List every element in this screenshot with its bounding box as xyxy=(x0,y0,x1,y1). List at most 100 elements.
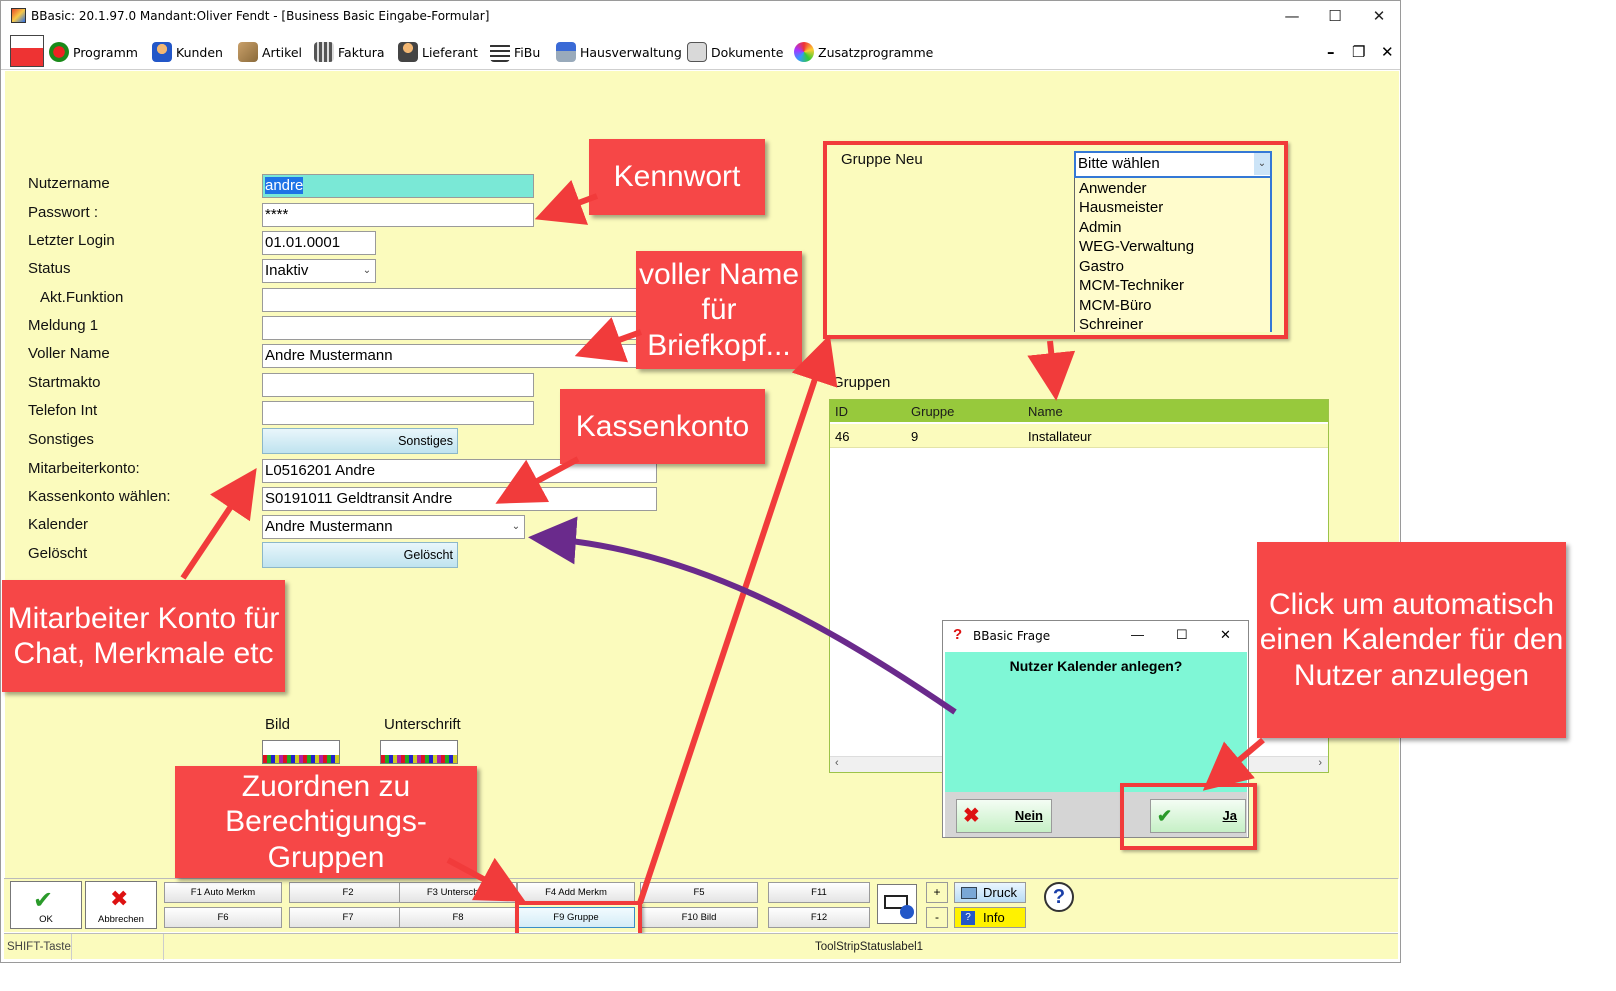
menu-artikel[interactable]: Artikel xyxy=(238,41,302,63)
cell-id: 46 xyxy=(835,429,850,444)
f8-button[interactable]: F8 xyxy=(399,907,517,928)
f9-gruppe-button[interactable]: F9 Gruppe xyxy=(517,907,635,928)
f5-button[interactable]: F5 xyxy=(640,882,758,903)
abbrechen-button[interactable]: ✖ Abbrechen xyxy=(85,881,157,929)
menu-kunden[interactable]: Kunden xyxy=(152,41,223,63)
minus-button[interactable]: - xyxy=(926,907,948,928)
highlight-gruppe-neu xyxy=(823,141,1288,339)
ok-button[interactable]: ✔ OK xyxy=(10,881,82,929)
label-bild: Bild xyxy=(265,716,291,733)
dialog-question: Nutzer Kalender anlegen? xyxy=(1009,658,1183,674)
status-cell xyxy=(72,934,164,960)
window-title: BBasic: 20.1.97.0 Mandant:Oliver Fendt -… xyxy=(31,9,490,23)
help-icon[interactable]: ? xyxy=(1044,882,1074,912)
label-akt-funktion: Akt.Funktion xyxy=(40,289,124,306)
menu-hausverwaltung[interactable]: Hausverwaltung xyxy=(556,41,682,63)
gruppe-dropdown-list: Anwender Hausmeister Admin WEG-Verwaltun… xyxy=(1074,178,1272,332)
meldung-input[interactable] xyxy=(262,316,657,340)
column-header-id[interactable]: ID xyxy=(835,404,848,419)
sonstiges-button[interactable]: Sonstiges xyxy=(262,428,458,454)
gruppe-neu-select[interactable]: Bitte wählen ⌄ xyxy=(1074,151,1272,178)
startmakto-input[interactable] xyxy=(262,373,534,397)
f3-button[interactable]: F3 Unterschrift xyxy=(399,882,517,903)
info-icon: ? xyxy=(961,911,975,925)
table-row[interactable]: 46 9 Installateur xyxy=(830,424,1328,448)
kalender-select[interactable]: Andre Mustermann ⌄ xyxy=(262,515,525,539)
label-voller-name: Voller Name xyxy=(28,345,110,362)
dialog-body: Nutzer Kalender anlegen? xyxy=(945,652,1247,792)
printer-icon xyxy=(961,887,977,899)
telefon-input[interactable] xyxy=(262,401,534,425)
label-meldung: Meldung 1 xyxy=(28,317,99,334)
callout-zuordnen: Zuordnen zu Berechtigungs-Gruppen xyxy=(175,766,477,878)
ja-button[interactable]: ✔ Ja xyxy=(1150,799,1246,833)
dropdown-option[interactable]: WEG-Verwaltung xyxy=(1079,238,1195,255)
mdi-restore-button[interactable]: ❐ xyxy=(1352,43,1366,61)
kassenkonto-input[interactable]: S0191011 Geldtransit Andre xyxy=(262,487,657,511)
status-select[interactable]: Inaktiv ⌄ xyxy=(262,259,376,283)
label-letzter-login: Letzter Login xyxy=(28,232,115,249)
info-button[interactable]: ? Info xyxy=(954,907,1026,928)
druck-button[interactable]: Druck xyxy=(954,882,1026,903)
menu-zusatzprogramme[interactable]: Zusatzprogramme xyxy=(794,41,933,63)
dropdown-option[interactable]: Admin xyxy=(1079,219,1122,236)
title-bar: BBasic: 20.1.97.0 Mandant:Oliver Fendt -… xyxy=(1,1,1400,31)
programm-icon xyxy=(49,42,69,62)
dropdown-option[interactable]: Hausmeister xyxy=(1079,199,1164,216)
label-mitarbeiterkonto: Mitarbeiterkonto: xyxy=(28,460,140,477)
calendar-icon[interactable] xyxy=(10,35,44,67)
fibu-icon xyxy=(490,42,510,62)
f1-button[interactable]: F1 Auto Merkm xyxy=(164,882,282,903)
f2-button[interactable]: F2 xyxy=(289,882,407,903)
device-info-icon[interactable] xyxy=(877,884,917,924)
label-telefon: Telefon Int xyxy=(28,402,98,419)
f7-button[interactable]: F7 xyxy=(289,907,407,928)
column-header-gruppe[interactable]: Gruppe xyxy=(911,404,955,419)
f6-button[interactable]: F6 xyxy=(164,907,282,928)
bild-image[interactable] xyxy=(262,740,340,764)
label-nutzername: Nutzername xyxy=(28,175,110,192)
callout-mitarbeiter-konto: Mitarbeiter Konto für Chat, Merkmale etc xyxy=(2,580,285,692)
label-geloescht: Gelöscht xyxy=(28,545,88,562)
close-button[interactable]: ✕ xyxy=(1372,7,1386,25)
nutzername-input[interactable]: andre xyxy=(262,174,534,198)
scroll-left-icon[interactable]: ‹ xyxy=(835,757,839,769)
menu-fibu[interactable]: FiBu xyxy=(490,41,540,63)
label-status: Status xyxy=(28,260,71,277)
f12-button[interactable]: F12 xyxy=(768,907,870,928)
menu-lieferant[interactable]: Lieferant xyxy=(398,41,478,63)
dropdown-option[interactable]: Gastro xyxy=(1079,258,1125,275)
passwort-input[interactable]: **** xyxy=(262,203,534,227)
dialog-close-button[interactable]: ✕ xyxy=(1220,627,1231,642)
akt-funktion-input[interactable] xyxy=(262,288,657,312)
app-icon xyxy=(11,8,26,23)
dropdown-option[interactable]: MCM-Techniker xyxy=(1079,277,1185,294)
mdi-minimize-button[interactable]: – xyxy=(1327,43,1335,61)
minimize-button[interactable]: — xyxy=(1284,7,1300,25)
dropdown-option[interactable]: Schreiner xyxy=(1079,316,1144,332)
f4-button[interactable]: F4 Add Merkm xyxy=(517,882,635,903)
f10-button[interactable]: F10 Bild xyxy=(640,907,758,928)
question-dialog: ? BBasic Frage — ☐ ✕ Nutzer Kalender anl… xyxy=(942,620,1249,838)
plus-button[interactable]: + xyxy=(926,882,948,903)
dialog-maximize-button[interactable]: ☐ xyxy=(1176,627,1188,642)
nein-button[interactable]: ✖ Nein xyxy=(956,799,1052,833)
menu-dokumente[interactable]: Dokumente xyxy=(687,41,783,63)
dropdown-option[interactable]: MCM-Büro xyxy=(1079,297,1152,314)
scroll-right-icon[interactable]: › xyxy=(1318,757,1322,769)
dialog-footer: ✖ Nein ✔ Ja xyxy=(945,792,1247,837)
building-icon xyxy=(314,42,334,62)
letzter-login-field[interactable]: 01.01.0001 xyxy=(262,231,376,255)
column-header-name[interactable]: Name xyxy=(1028,404,1063,419)
menu-faktura[interactable]: Faktura xyxy=(314,41,385,63)
voller-name-input[interactable]: Andre Mustermann xyxy=(262,344,657,368)
unterschrift-image[interactable] xyxy=(380,740,458,764)
maximize-button[interactable]: ☐ xyxy=(1328,7,1342,25)
menu-programm[interactable]: Programm xyxy=(49,41,138,63)
geloescht-button[interactable]: Gelöscht xyxy=(262,542,458,568)
f11-button[interactable]: F11 xyxy=(768,882,870,903)
mdi-close-button[interactable]: ✕ xyxy=(1381,43,1394,61)
box-icon xyxy=(238,42,258,62)
dropdown-option[interactable]: Anwender xyxy=(1079,180,1147,197)
dialog-minimize-button[interactable]: — xyxy=(1131,627,1144,642)
